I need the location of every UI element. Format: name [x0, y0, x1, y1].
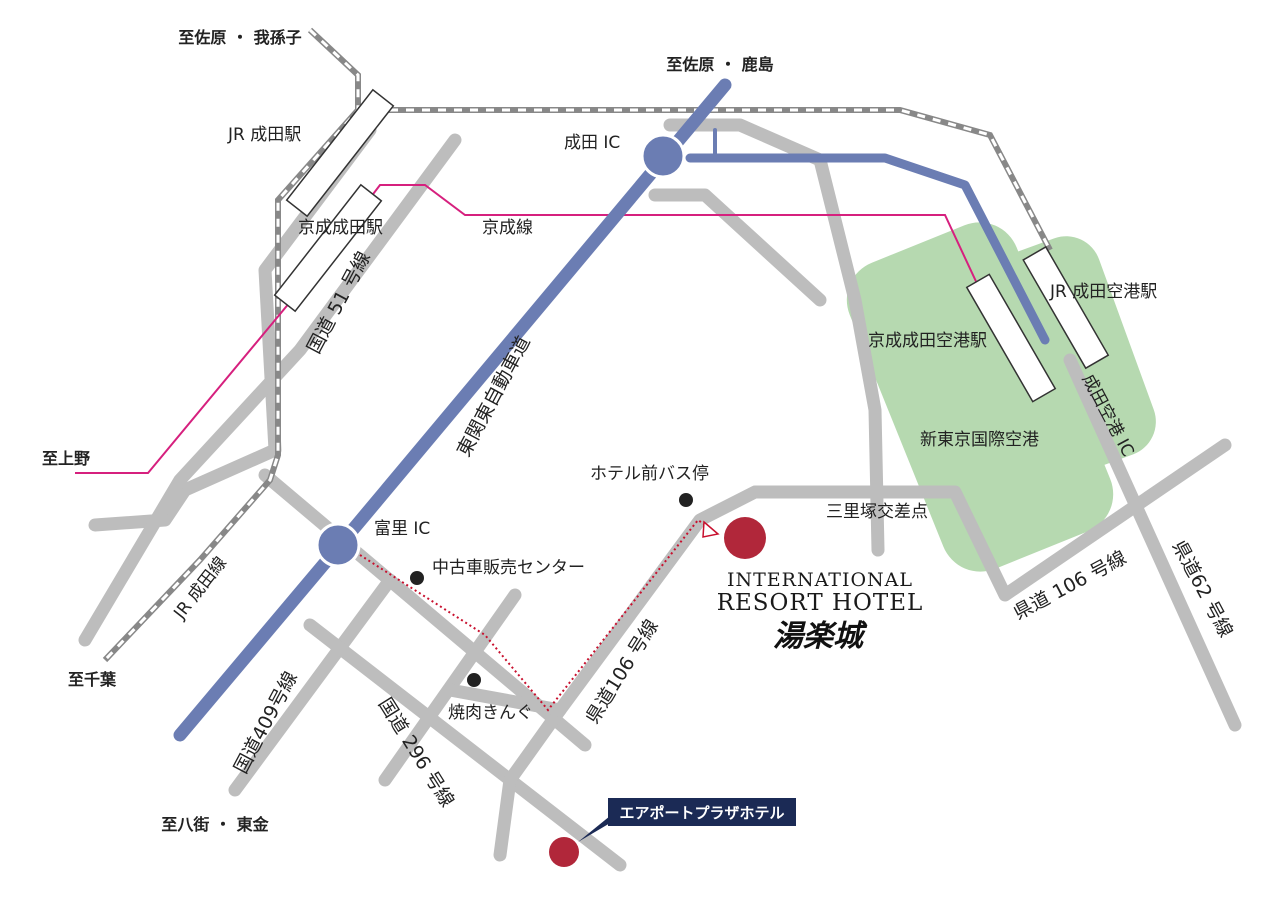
narita-ic-road — [663, 118, 885, 557]
road-south-a — [303, 618, 627, 872]
label-narita-ic: 成田 IC — [564, 133, 620, 153]
station-boxes — [273, 88, 1110, 403]
road-mid — [443, 683, 567, 717]
label-used-car: 中古車販売センター — [432, 558, 585, 578]
airport-plaza-label: エアポートプラザホテル — [619, 804, 784, 822]
airport-area — [846, 222, 1156, 572]
hotel-marker — [724, 517, 766, 559]
label-bus-stop: ホテル前バス停 — [590, 464, 709, 484]
used-car-marker — [410, 571, 424, 585]
hotel-logo: 湯楽城 — [773, 619, 868, 654]
narita-ic-marker — [640, 133, 686, 179]
direction-chiba: 至千葉 — [68, 670, 117, 689]
direction-sawara-abiko: 至佐原 ・ 我孫子 — [178, 28, 301, 47]
route409-road — [228, 573, 397, 797]
label-keisei-line: 京成線 — [482, 218, 533, 238]
keisei-narita-box — [273, 183, 383, 313]
label-jr-airport: JR 成田空港駅 — [1049, 282, 1157, 302]
route-to-hotel — [359, 518, 716, 712]
direction-yachimata-togane: 至八街 ・ 東金 — [161, 815, 269, 834]
label-jr-narita: JR 成田駅 — [227, 125, 301, 145]
label-keisei-narita: 京成成田駅 — [298, 218, 383, 238]
jr-airport-box — [1022, 245, 1110, 370]
route-arrow — [702, 520, 720, 538]
jr-railway — [102, 27, 1053, 663]
bus-stop-marker — [679, 493, 693, 507]
hotel-line2: RESORT HOTEL — [717, 590, 924, 616]
label-sanrizuka: 三里塚交差点 — [826, 502, 928, 522]
airport-plaza-marker — [549, 837, 579, 867]
label-yakiniku: 焼肉きんぐ — [448, 703, 533, 723]
diagonal-road-west — [78, 133, 462, 647]
direction-ueno: 至上野 — [42, 449, 90, 468]
direction-sawara-kashima: 至佐原 ・ 鹿島 — [666, 55, 773, 74]
pref106-road — [493, 438, 1232, 862]
pref62-road — [1063, 353, 1242, 732]
jr-narita-box — [285, 88, 395, 218]
keisei-airport-box — [965, 273, 1057, 403]
hotel-name: INTERNATIONAL RESORT HOTEL 湯楽城 — [717, 569, 924, 654]
label-keisei-airport: 京成成田空港駅 — [868, 331, 987, 351]
keisei-line — [75, 184, 981, 474]
hotel-line1: INTERNATIONAL — [727, 569, 913, 591]
label-airport: 新東京国際空港 — [920, 430, 1039, 450]
label-tomisato-ic: 富里 IC — [374, 519, 430, 539]
road-network — [78, 118, 1242, 872]
airport-plaza-callout: エアポートプラザホテル — [578, 798, 796, 842]
tomisato-ic-marker — [315, 522, 361, 568]
yakiniku-marker — [467, 673, 481, 687]
narita-ic-link — [648, 188, 827, 307]
